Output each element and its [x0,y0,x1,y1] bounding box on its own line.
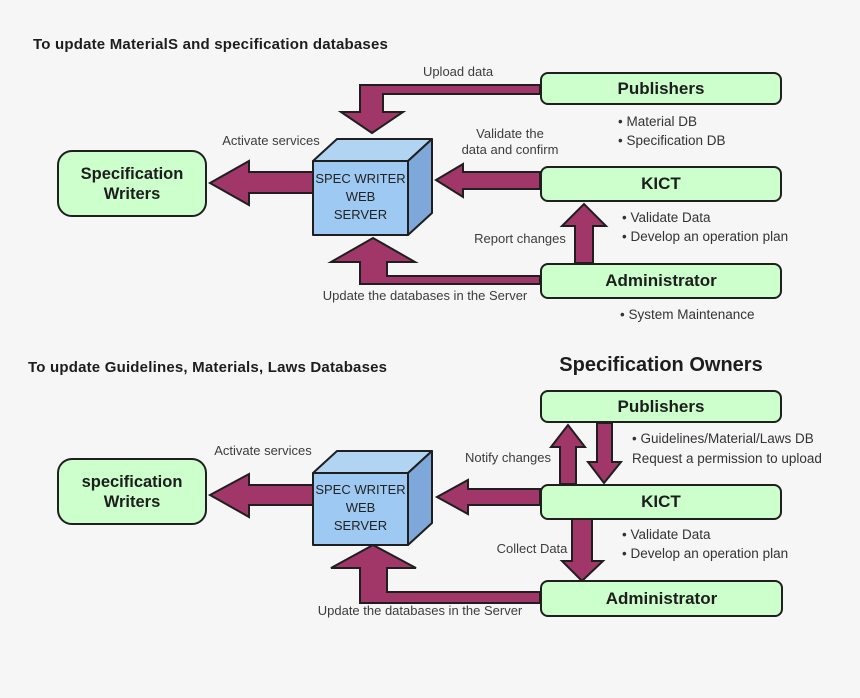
box-administrator: Administrator [540,263,782,299]
arrow-upload-data [337,84,541,135]
box-kict: KICT [540,166,782,202]
arrow-request-upload-down [585,422,624,485]
publishers-notes-2: • Guidelines/Material/Laws DB Request a p… [632,429,822,469]
arrow-activate-services [207,159,314,207]
server-cube-label: SPEC WRITER WEB SERVER [315,171,406,222]
section-title-materials: To update MaterialS and specification da… [33,36,389,53]
label-notify-changes: Notify changes [465,450,551,465]
server2-cube-front-face [312,472,409,546]
note-line: • Material DB [618,114,697,129]
label-update-databases: Update the databases in the Server [322,288,528,303]
arrow-notify-changes-up [548,423,588,485]
label-update-databases-2: Update the databases in the Server [317,603,523,618]
administrator-notes: • System Maintenance [620,305,755,324]
box-kict-2: KICT [540,484,782,520]
publishers-notes: • Material DB • Specification DB [618,112,726,150]
label-upload-data: Upload data [422,64,494,79]
label-activate-services: Activate services [222,133,320,148]
note-line: Request a permission to upload [632,451,822,466]
arrow-kict-to-server [434,478,541,516]
box-specification-writers-2: specification Writers [57,458,207,525]
arrow-update-databases-2 [330,543,541,604]
box-publishers: Publishers [540,72,782,105]
server-cube-front-face [312,160,409,236]
box-specification-writers: Specification Writers [57,150,207,217]
server2-cube-label: SPEC WRITER WEB SERVER [315,482,406,533]
note-line: • Specification DB [618,133,726,148]
title-specification-owners: Specification Owners [559,354,763,376]
label-activate-services-2: Activate services [214,443,312,458]
note-line: • System Maintenance [620,307,755,322]
arrow-activate-services-2 [207,472,314,519]
arrow-report-changes [559,202,609,264]
note-line: • Develop an operation plan [622,229,789,244]
note-line: • Guidelines/Material/Laws DB [632,431,814,446]
kict-notes: • Validate Data • Develop an operation pl… [622,208,788,246]
note-line: • Develop an operation plan [622,546,789,561]
kict-notes-2: • Validate Data • Develop an operation pl… [622,525,788,563]
arrow-validate-confirm [434,162,541,199]
box-publishers-2: Publishers [540,390,782,423]
label-collect-data: Collect Data [496,541,568,556]
box-administrator-2: Administrator [540,580,783,617]
arrow-update-databases [327,236,541,285]
label-validate-confirm: Validate the data and confirm [461,126,559,157]
label-report-changes: Report changes [474,231,566,246]
note-line: • Validate Data [622,527,711,542]
section-title-guidelines: To update Guidelines, Materials, Laws Da… [28,359,388,376]
arrow-collect-data [559,518,606,583]
note-line: • Validate Data [622,210,711,225]
